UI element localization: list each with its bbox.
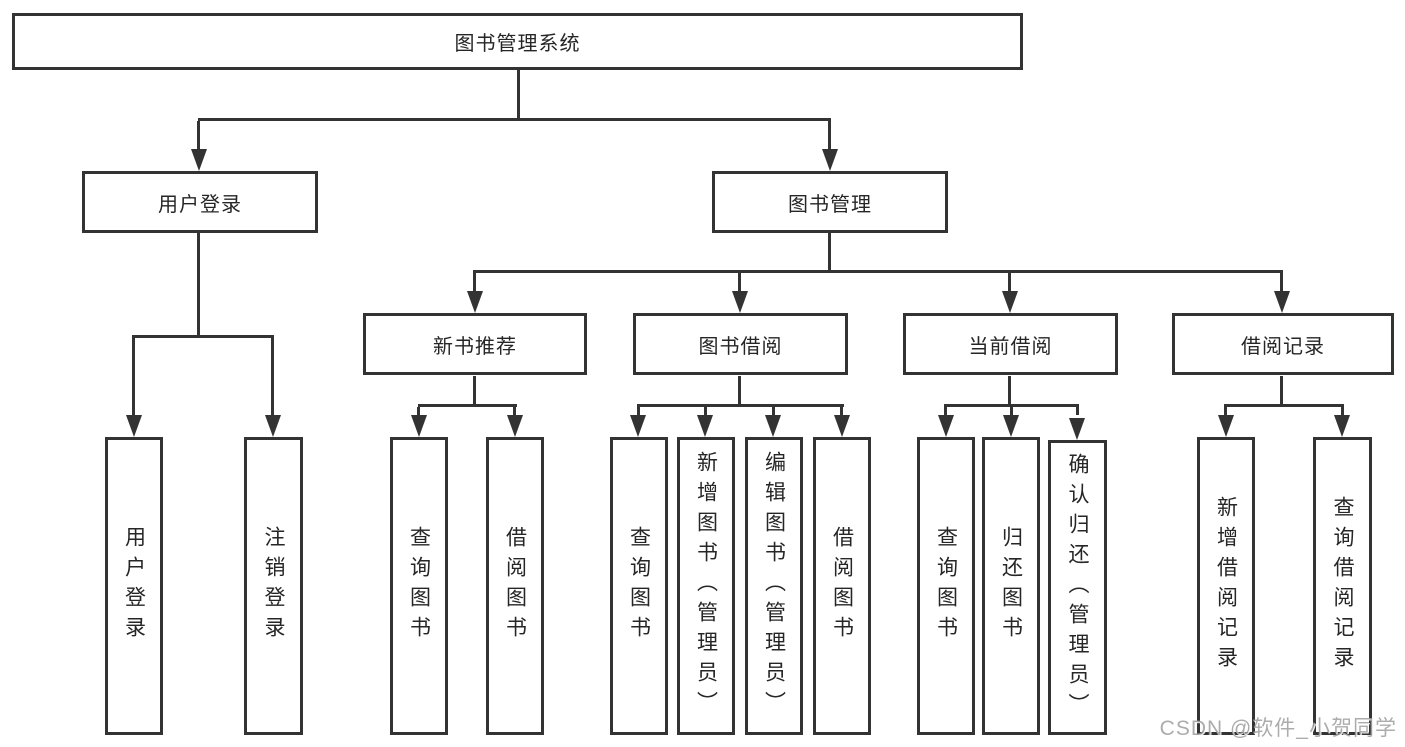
connector-book-borrow-bar: [637, 404, 844, 407]
node-current-borrow: 当前借阅: [903, 313, 1118, 375]
leaf-logout-label: 注销登录: [262, 526, 285, 646]
arrowhead-leaf-user-login: [126, 415, 142, 437]
node-book-management: 图书管理: [712, 171, 948, 233]
node-borrow-records-label: 借阅记录: [1241, 335, 1325, 358]
connector-recommend-bar: [418, 404, 517, 407]
connector-borrow-records-stem: [1280, 376, 1283, 406]
leaf-logout: 注销登录: [244, 437, 303, 735]
arrowhead-book-borrow: [732, 291, 748, 313]
node-user-login: 用户登录: [82, 171, 318, 233]
connector-drop-current-borrow: [1008, 273, 1011, 291]
leaf-query-borrow-record-label: 查询借阅记录: [1331, 496, 1354, 676]
arrowhead-leaf: [834, 415, 850, 437]
csdn-watermark: CSDN @软件_小贺同学: [1159, 717, 1397, 740]
arrowhead-leaf-logout: [265, 415, 281, 437]
connector-drop-book-borrow: [738, 273, 741, 291]
leaf-user-login-label: 用户登录: [122, 526, 146, 646]
node-current-borrow-label: 当前借阅: [968, 335, 1053, 358]
node-borrow-records: 借阅记录: [1172, 313, 1394, 375]
connector-book-management-stem: [828, 233, 831, 273]
arrowhead-leaf: [630, 415, 646, 437]
arrowhead-leaf: [697, 415, 713, 437]
leaf-add-books-admin-label: 新增图书（管理员）: [694, 451, 718, 721]
leaf-add-borrow-record: 新增借阅记录: [1197, 437, 1255, 735]
connector-book-borrow-stem: [738, 376, 741, 406]
arrowhead-current-borrow: [1002, 291, 1018, 313]
connector-drop: [637, 407, 640, 415]
arrowhead-leaf: [411, 415, 427, 437]
connector-drop-leaf-user-login: [132, 338, 135, 415]
leaf-edit-books-admin: 编辑图书（管理员）: [745, 437, 803, 735]
connector-user-login-stem: [197, 233, 200, 338]
arrowhead-recommend: [467, 291, 483, 313]
connector-drop: [513, 407, 516, 415]
leaf-confirm-return-admin-label: 确认归还（管理员）: [1066, 452, 1089, 723]
node-book-borrow: 图书借阅: [633, 313, 848, 375]
connector-user-login-bar: [132, 335, 274, 338]
arrowhead-leaf: [507, 415, 523, 437]
node-root-label: 图书管理系统: [454, 33, 581, 55]
node-root: 图书管理系统: [12, 13, 1023, 70]
leaf-add-borrow-record-label: 新增借阅记录: [1214, 496, 1238, 676]
connector-drop-book-management: [828, 121, 831, 149]
arrowhead-leaf: [1003, 415, 1019, 437]
connector-drop: [704, 407, 707, 415]
leaf-borrow-books: 借阅图书: [813, 437, 871, 735]
node-new-book-recommend-label: 新书推荐: [433, 335, 517, 358]
leaf-recommend-query-books-label: 查询图书: [407, 526, 431, 646]
arrowhead-leaf: [938, 415, 954, 437]
connector-drop: [1076, 407, 1079, 415]
connector-recommend-stem: [473, 376, 476, 406]
leaf-return-books-label: 归还图书: [999, 526, 1023, 646]
connector-drop: [1010, 407, 1013, 415]
connector-drop: [772, 407, 775, 415]
connector-drop-user-login: [197, 121, 200, 149]
leaf-recommend-query-books: 查询图书: [390, 437, 448, 735]
leaf-borrow-query-books-label: 查询图书: [627, 526, 651, 646]
connector-current-borrow-bar: [944, 404, 1079, 407]
node-book-borrow-label: 图书借阅: [698, 335, 783, 358]
leaf-recommend-borrow-books: 借阅图书: [486, 437, 544, 735]
arrowhead-leaf: [1069, 418, 1085, 440]
leaf-confirm-return-admin: 确认归还（管理员）: [1048, 440, 1107, 735]
leaf-recommend-borrow-books-label: 借阅图书: [503, 526, 527, 646]
leaf-borrow-query-books: 查询图书: [610, 437, 668, 735]
leaf-borrow-books-label: 借阅图书: [830, 526, 854, 646]
connector-borrow-records-bar: [1224, 404, 1344, 407]
leaf-current-query-books: 查询图书: [917, 437, 975, 735]
connector-drop: [1341, 407, 1344, 415]
arrowhead-leaf: [1218, 415, 1234, 437]
arrowhead-book-management: [822, 149, 838, 171]
connector-drop-leaf-logout: [271, 338, 274, 415]
connector-drop-recommend: [473, 273, 476, 291]
arrowhead-leaf: [765, 415, 781, 437]
connector-drop: [1224, 407, 1227, 415]
connector-level3-bar: [473, 270, 1283, 273]
arrowhead-user-login: [191, 149, 207, 171]
node-new-book-recommend: 新书推荐: [363, 313, 587, 375]
connector-drop: [417, 407, 420, 415]
connector-root-stem: [517, 70, 520, 120]
leaf-query-borrow-record: 查询借阅记录: [1313, 437, 1372, 735]
connector-drop: [944, 407, 947, 415]
leaf-add-books-admin: 新增图书（管理员）: [677, 437, 735, 735]
node-book-management-label: 图书管理: [788, 193, 872, 216]
connector-current-borrow-stem: [1008, 376, 1011, 406]
leaf-user-login: 用户登录: [105, 437, 163, 735]
connector-level1-bar: [198, 118, 831, 121]
leaf-return-books: 归还图书: [982, 437, 1040, 735]
arrowhead-leaf: [1334, 415, 1350, 437]
arrowhead-borrow-records: [1274, 291, 1290, 313]
leaf-current-query-books-label: 查询图书: [934, 526, 958, 646]
connector-drop: [840, 407, 843, 415]
leaf-edit-books-admin-label: 编辑图书（管理员）: [762, 451, 786, 721]
node-user-login-label: 用户登录: [158, 193, 242, 216]
connector-drop-borrow-records: [1280, 273, 1283, 291]
